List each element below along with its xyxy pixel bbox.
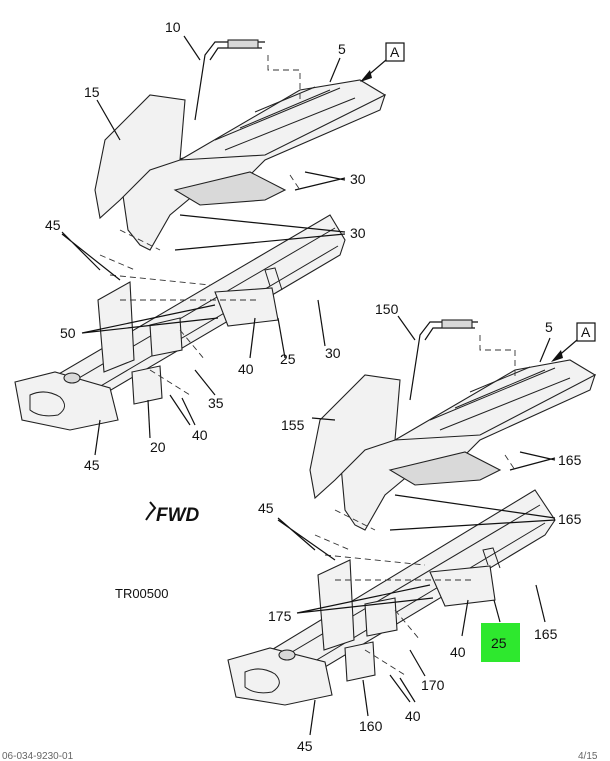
callout-155: 155 (281, 417, 305, 433)
callout-30-a: 30 (350, 171, 366, 187)
bracket-bottom (429, 565, 496, 607)
top-assembly (14, 35, 405, 456)
callout-165-a: 165 (558, 452, 582, 468)
crossmember-end-bottom (227, 647, 333, 706)
callout-165-c: 165 (534, 626, 558, 642)
callout-160: 160 (359, 718, 383, 734)
lower-bracket-top (149, 317, 183, 357)
grab-handle-top (194, 41, 265, 121)
callout-25-highlight: 25 (491, 635, 507, 651)
fwd-label: FWD (156, 505, 200, 526)
callout-45-a: 45 (45, 217, 61, 233)
callout-20: 20 (150, 439, 166, 455)
callout-40-d: 40 (405, 708, 421, 724)
callout-40-a: 40 (238, 361, 254, 377)
view-label-a-bottom: A (581, 324, 591, 340)
callout-30-b: 30 (350, 225, 366, 241)
highlight-box (481, 623, 520, 662)
callout-35: 35 (208, 395, 224, 411)
view-label-a-top: A (390, 44, 400, 60)
callout-40-b: 40 (192, 427, 208, 443)
callout-50: 50 (60, 325, 76, 341)
forward-indicator: FWD (145, 501, 200, 526)
callout-45-d: 45 (297, 738, 313, 754)
callout-40-c: 40 (450, 644, 466, 660)
callout-5-top: 5 (338, 41, 346, 57)
callout-170: 170 (421, 677, 445, 693)
splash-shield-top (94, 94, 186, 220)
callout-25-top: 25 (280, 351, 296, 367)
callout-30-c: 30 (325, 345, 341, 361)
callout-5-bottom: 5 (545, 319, 553, 335)
footer-left-id: 06-034-9230-01 (2, 751, 74, 761)
bottom-assembly (227, 315, 597, 736)
callout-150: 150 (375, 301, 399, 317)
callout-10: 10 (165, 19, 181, 35)
callout-45-b: 45 (84, 457, 100, 473)
drawing-code: TR00500 (115, 586, 168, 601)
callout-15: 15 (84, 84, 100, 100)
callout-175: 175 (268, 608, 292, 624)
grab-handle-bottom (409, 321, 478, 401)
splash-shield-bottom (309, 374, 401, 500)
callout-45-c: 45 (258, 500, 274, 516)
callout-165-b: 165 (558, 511, 582, 527)
footer-right-id: 4/15 (578, 751, 598, 761)
